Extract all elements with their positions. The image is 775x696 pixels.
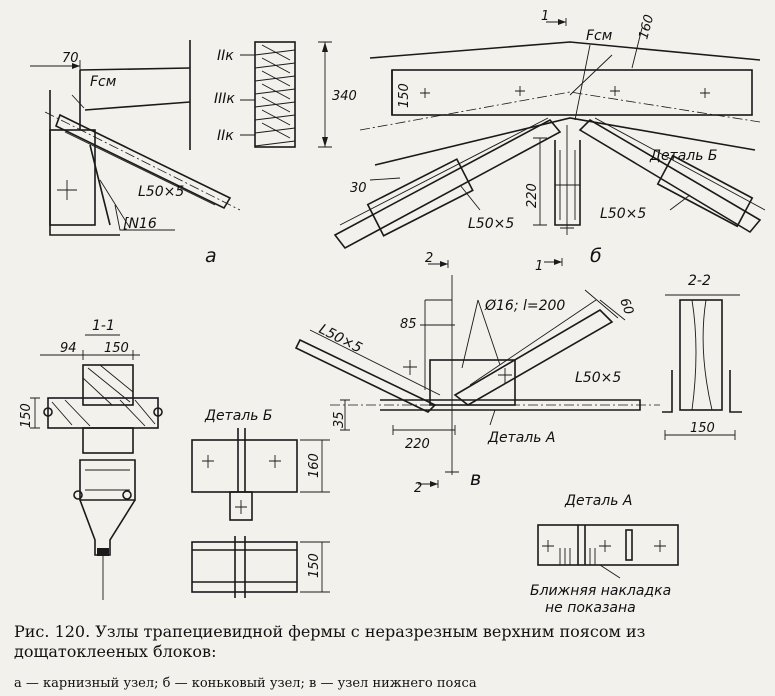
dim-150-side-s11: 150	[19, 403, 34, 428]
detail-label-v: Деталь А	[487, 430, 556, 446]
dim-150-detail-b: 150	[307, 553, 322, 578]
angle-label-a: L50×5	[138, 184, 184, 200]
dim-60-v: 60	[616, 296, 636, 317]
dim-150-b: 150	[397, 83, 412, 108]
glulam-block-section: IIк IIIк IIк 340	[214, 41, 357, 148]
channel-label-a: [N16	[123, 216, 157, 232]
dim-70: 70	[62, 51, 79, 66]
dim-220-v: 220	[405, 437, 430, 452]
angle-right-v: L50×5	[575, 370, 621, 386]
dim-30-b: 30	[350, 181, 367, 196]
layer-label-bot: IIк	[217, 128, 234, 144]
dim-94-s11: 94	[60, 341, 77, 356]
detail-label-b: Деталь Б	[649, 148, 718, 164]
dim-85-v: 85	[400, 317, 417, 332]
detail-a-note-line2: не показана	[545, 600, 636, 616]
section-title-1-1: 1-1	[92, 318, 115, 334]
detail-b-title: Деталь Б	[204, 408, 273, 424]
section-mark-1-bottom: 1	[535, 259, 543, 274]
section-mark-1-top: 1	[541, 9, 549, 24]
dim-160-detail-b: 160	[307, 453, 322, 478]
layer-label-top: IIк	[217, 48, 234, 64]
force-label-b: Fсм	[586, 28, 613, 44]
detail-a-note-line1: Ближняя накладка	[530, 583, 671, 599]
section-title-2-2: 2-2	[688, 273, 711, 289]
view-a-eaves-node: 70 Fсм L50×5 [N16 а	[30, 40, 241, 267]
section-mark-2-top: 2	[425, 251, 433, 266]
dim-160-b: 160	[636, 13, 657, 41]
detail-a-title: Деталь А	[564, 493, 633, 509]
angle-right-b: L50×5	[600, 206, 646, 222]
dim-340: 340	[332, 89, 357, 104]
section-2-2: 2-2 150	[662, 273, 742, 440]
section-1-1: 94 150 150 1-1	[19, 318, 163, 600]
dim-35-v: 35	[332, 411, 347, 428]
angle-left-b: L50×5	[468, 216, 514, 232]
dim-220-b: 220	[525, 183, 540, 208]
figure-legend: а — карнизный узел; б — коньковый узел; …	[14, 676, 477, 691]
view-letter-b: б	[590, 245, 602, 267]
bolt-label-v: Ø16; l=200	[484, 298, 565, 314]
section-mark-2-bottom: 2	[414, 481, 422, 496]
view-letter-v: в	[470, 468, 481, 490]
detail-b: Деталь Б 160 150	[191, 408, 330, 598]
force-label-a: Fсм	[90, 74, 117, 90]
view-letter-a: а	[205, 245, 217, 267]
view-b-ridge-node: 1 1 Fсм 160 150 30 220 L50×5 L50×5 Детал…	[333, 9, 766, 274]
detail-a: Деталь А Ближняя накладка не показана	[530, 493, 679, 616]
dim-150-top-s11: 150	[104, 341, 129, 356]
dim-150-s22: 150	[690, 421, 715, 436]
figure-caption: Рис. 120. Узлы трапециевидной фермы с не…	[14, 622, 646, 661]
view-v-bottom-chord-node: 2 2 Ø16; l=200 85 60 35 220 L50×5 L50×5 …	[294, 251, 660, 496]
layer-label-mid: IIIк	[214, 91, 235, 107]
